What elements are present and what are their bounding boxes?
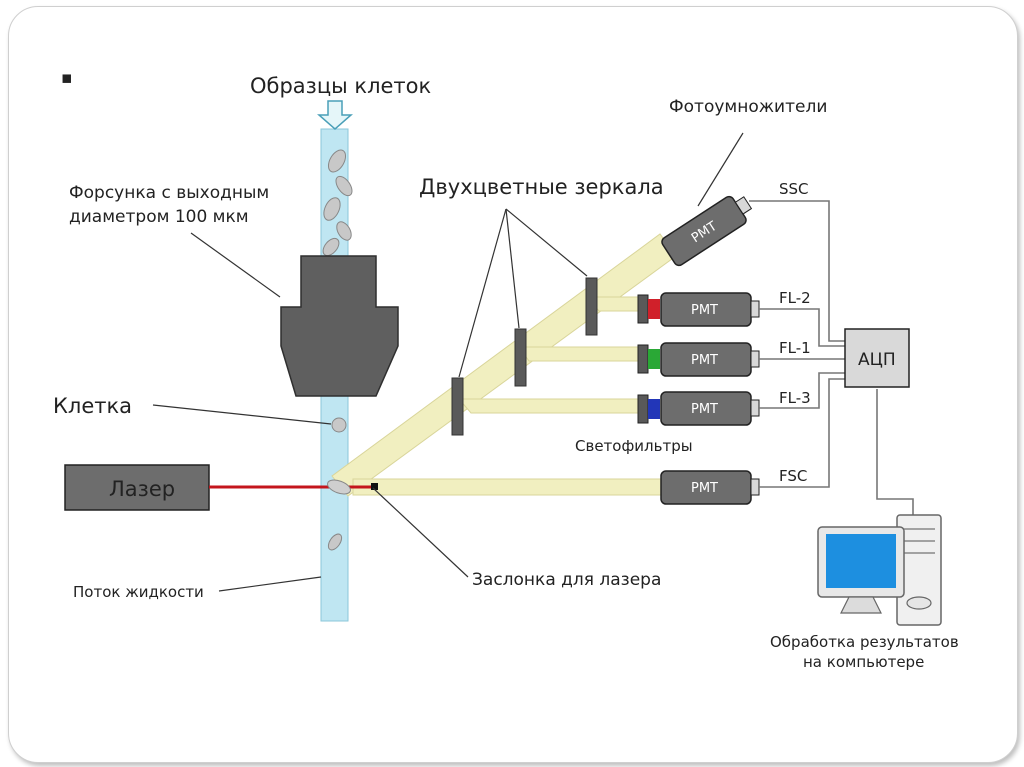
label-fluid-stream: Поток жидкости [73, 583, 204, 601]
pmt-label: PMT [691, 353, 718, 368]
pmt-label: PMT [691, 402, 718, 417]
cell-shape [327, 149, 347, 173]
filter-green [648, 349, 660, 369]
leader-mirror-3 [458, 208, 507, 378]
beam-to-fl1 [518, 346, 642, 362]
pmt-fsc: PMT [660, 470, 760, 505]
leader-mirror-2 [505, 208, 520, 329]
wire-ssc [749, 200, 846, 342]
channel-label-ssc: SSC [779, 180, 809, 198]
leader-shutter [372, 487, 469, 578]
filter-holder [637, 294, 649, 324]
cell-shape [335, 175, 353, 197]
leader-stream [218, 576, 322, 592]
sample-inflow-arrow-icon [317, 100, 353, 130]
leader-cell [152, 404, 332, 425]
filter-holder [637, 344, 649, 374]
adc-label: АЦП [858, 350, 896, 370]
channel-label-fl1: FL-1 [779, 339, 811, 357]
beam-to-fl3 [457, 398, 642, 414]
laser-box [64, 464, 210, 511]
leader-lines [152, 132, 744, 592]
pmt-label: PMT [691, 481, 718, 496]
mouse [906, 596, 932, 610]
pmt-connector [750, 399, 760, 417]
dichroic-mirror-3 [451, 377, 464, 436]
label-dichroic-mirrors: Двухцветные зеркала [419, 175, 664, 199]
cell-shape [323, 197, 341, 221]
slide-frame: ▪ Лазер [8, 6, 1018, 763]
cell-shape [322, 237, 340, 257]
pmt-connector [734, 196, 753, 215]
computer-label-line1: Обработка результатов [770, 633, 959, 651]
label-nozzle-line1: Форсунка с выходным [69, 183, 269, 203]
nozzle [280, 255, 399, 397]
dichroic-mirror-2 [514, 328, 527, 387]
cells-in-stream [322, 149, 353, 551]
label-cell-samples: Образцы клеток [250, 74, 431, 98]
label-filters: Светофильтры [575, 437, 693, 455]
laser-shutter [371, 483, 378, 490]
cell-shape [336, 221, 352, 241]
pmt-connector [750, 300, 760, 318]
label-photomultipliers: Фотоумножители [669, 97, 827, 117]
pmt-fl1: PMT [660, 342, 760, 377]
label-laser-shutter: Заслонка для лазера [472, 570, 661, 590]
pmt-connector [750, 350, 760, 368]
single-cell [331, 417, 347, 433]
label-cell: Клетка [53, 394, 132, 418]
pmt-connector [750, 478, 760, 496]
channel-label-fsc: FSC [779, 467, 807, 485]
wire-fl3 [759, 372, 846, 409]
wire-fsc [759, 378, 846, 488]
wire-to-computer [876, 389, 914, 516]
pmt-fl2: PMT [660, 292, 760, 327]
leader-photomultipliers [697, 132, 744, 207]
cell-shape [327, 533, 343, 551]
flow-cytometer-diagram: ▪ Лазер [53, 68, 959, 671]
optical-filters [637, 294, 660, 424]
computer-icon [817, 514, 942, 626]
label-nozzle-line2: диаметром 100 мкм [69, 207, 249, 227]
channel-label-fl3: FL-3 [779, 389, 811, 407]
filter-blue [648, 399, 660, 419]
leader-nozzle [190, 232, 281, 298]
dichroic-mirror-1 [585, 277, 598, 336]
pmt-fl3: PMT [660, 391, 760, 426]
monitor-screen [826, 534, 896, 588]
monitor-stand [840, 596, 882, 614]
adc-box [844, 328, 910, 388]
channel-label-fl2: FL-2 [779, 289, 811, 307]
signal-wires [749, 200, 914, 516]
wire-fl2 [759, 308, 846, 347]
laser-label: Лазер [109, 477, 175, 501]
pmt-label: PMT [691, 303, 718, 318]
computer-label-line2: на компьютере [803, 653, 924, 671]
filter-red [648, 299, 660, 319]
filter-holder [637, 394, 649, 424]
illuminated-cell [327, 479, 351, 495]
beam-to-fsc [352, 478, 667, 496]
pmt-ssc: PMT [661, 195, 753, 267]
bullet-mark: ▪ [61, 68, 73, 88]
leader-mirror-1 [505, 208, 588, 277]
